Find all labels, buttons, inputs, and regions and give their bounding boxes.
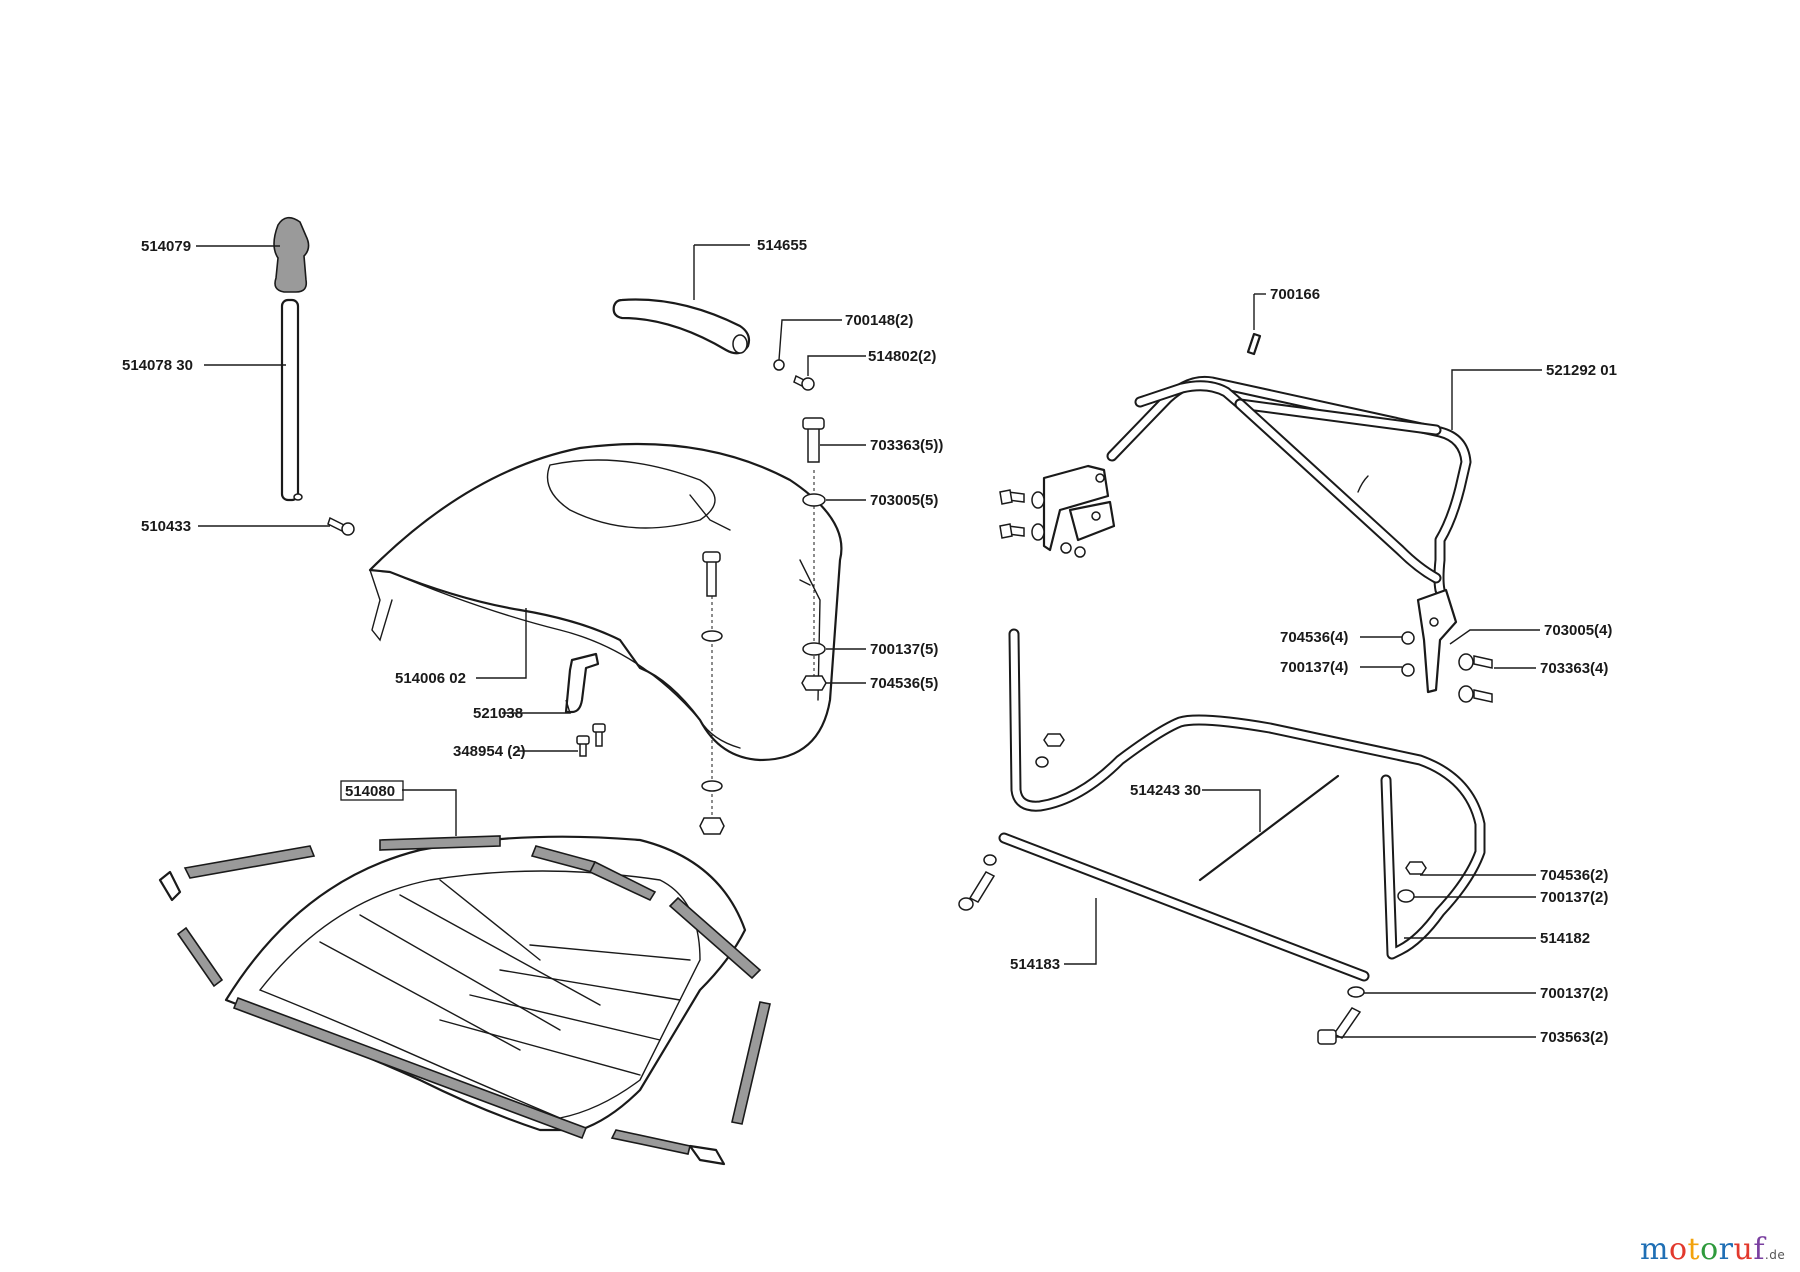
watermark-suffix: .de — [1764, 1248, 1786, 1262]
watermark-letter: f — [1753, 1232, 1765, 1267]
label-514182: 514182 — [1540, 930, 1590, 947]
bracket-521038 — [564, 652, 600, 714]
label-514080: 514080 — [345, 783, 395, 800]
right-hardware-stack — [801, 417, 827, 691]
label-703363-5: 703363(5)) — [870, 437, 943, 454]
lower-frame-part — [998, 628, 1486, 982]
label-700137-4: 700137(4) — [1280, 659, 1348, 676]
label-704536-4: 704536(4) — [1280, 629, 1348, 646]
watermark-letter: t — [1687, 1232, 1701, 1267]
screws-348954 — [576, 723, 606, 757]
label-514079: 514079 — [141, 238, 191, 255]
handle-right-hardware — [1401, 631, 1493, 703]
handle-rod-part — [273, 216, 310, 502]
label-703005-5: 703005(5) — [870, 492, 938, 509]
label-510433: 510433 — [141, 518, 191, 535]
label-514078-30: 514078 30 — [122, 357, 193, 374]
label-704536-2: 704536(2) — [1540, 867, 1608, 884]
label-348954: 348954 (2) — [453, 743, 526, 760]
part-labels: 514079 514078 30 510433 514655 700148(2)… — [122, 237, 1617, 1046]
label-514802: 514802(2) — [868, 348, 936, 365]
watermark-letter: o — [1700, 1232, 1719, 1267]
handle-left-bolts — [999, 489, 1086, 558]
label-704536-5: 704536(5) — [870, 675, 938, 692]
label-514080-box — [340, 780, 404, 801]
watermark-letter: r — [1718, 1232, 1734, 1267]
screw-510433 — [327, 516, 355, 536]
label-703363-4: 703363(4) — [1540, 660, 1608, 677]
grass-basket-part — [158, 835, 771, 1166]
watermark-logo: motoruf.de — [1640, 1232, 1785, 1267]
label-521292-01: 521292 01 — [1546, 362, 1617, 379]
watermark-letter: u — [1733, 1232, 1754, 1267]
label-700137-5: 700137(5) — [870, 641, 938, 658]
label-700137-2-upper: 700137(2) — [1540, 889, 1608, 906]
label-514183: 514183 — [1010, 956, 1060, 973]
label-521038: 521038 — [473, 705, 523, 722]
lower-frame-hardware — [958, 733, 1427, 1045]
cover-hardware-stack — [699, 551, 725, 835]
label-700148: 700148(2) — [845, 312, 913, 329]
handle-bar-part — [1042, 332, 1472, 694]
label-700166: 700166 — [1270, 286, 1320, 303]
watermark-letter: m — [1640, 1232, 1669, 1267]
deflector-strip-part — [612, 298, 815, 391]
leader-lines — [196, 244, 1542, 1038]
watermark-brand: motoruf — [1640, 1232, 1765, 1267]
label-514243-30: 514243 30 — [1130, 782, 1201, 799]
watermark-letter: o — [1668, 1232, 1688, 1267]
label-700137-2-lower: 700137(2) — [1540, 985, 1608, 1002]
label-703563: 703563(2) — [1540, 1029, 1608, 1046]
cover-part — [368, 442, 843, 762]
label-703005-4: 703005(4) — [1544, 622, 1612, 639]
label-514006-02: 514006 02 — [395, 670, 466, 687]
label-514655: 514655 — [757, 237, 807, 254]
